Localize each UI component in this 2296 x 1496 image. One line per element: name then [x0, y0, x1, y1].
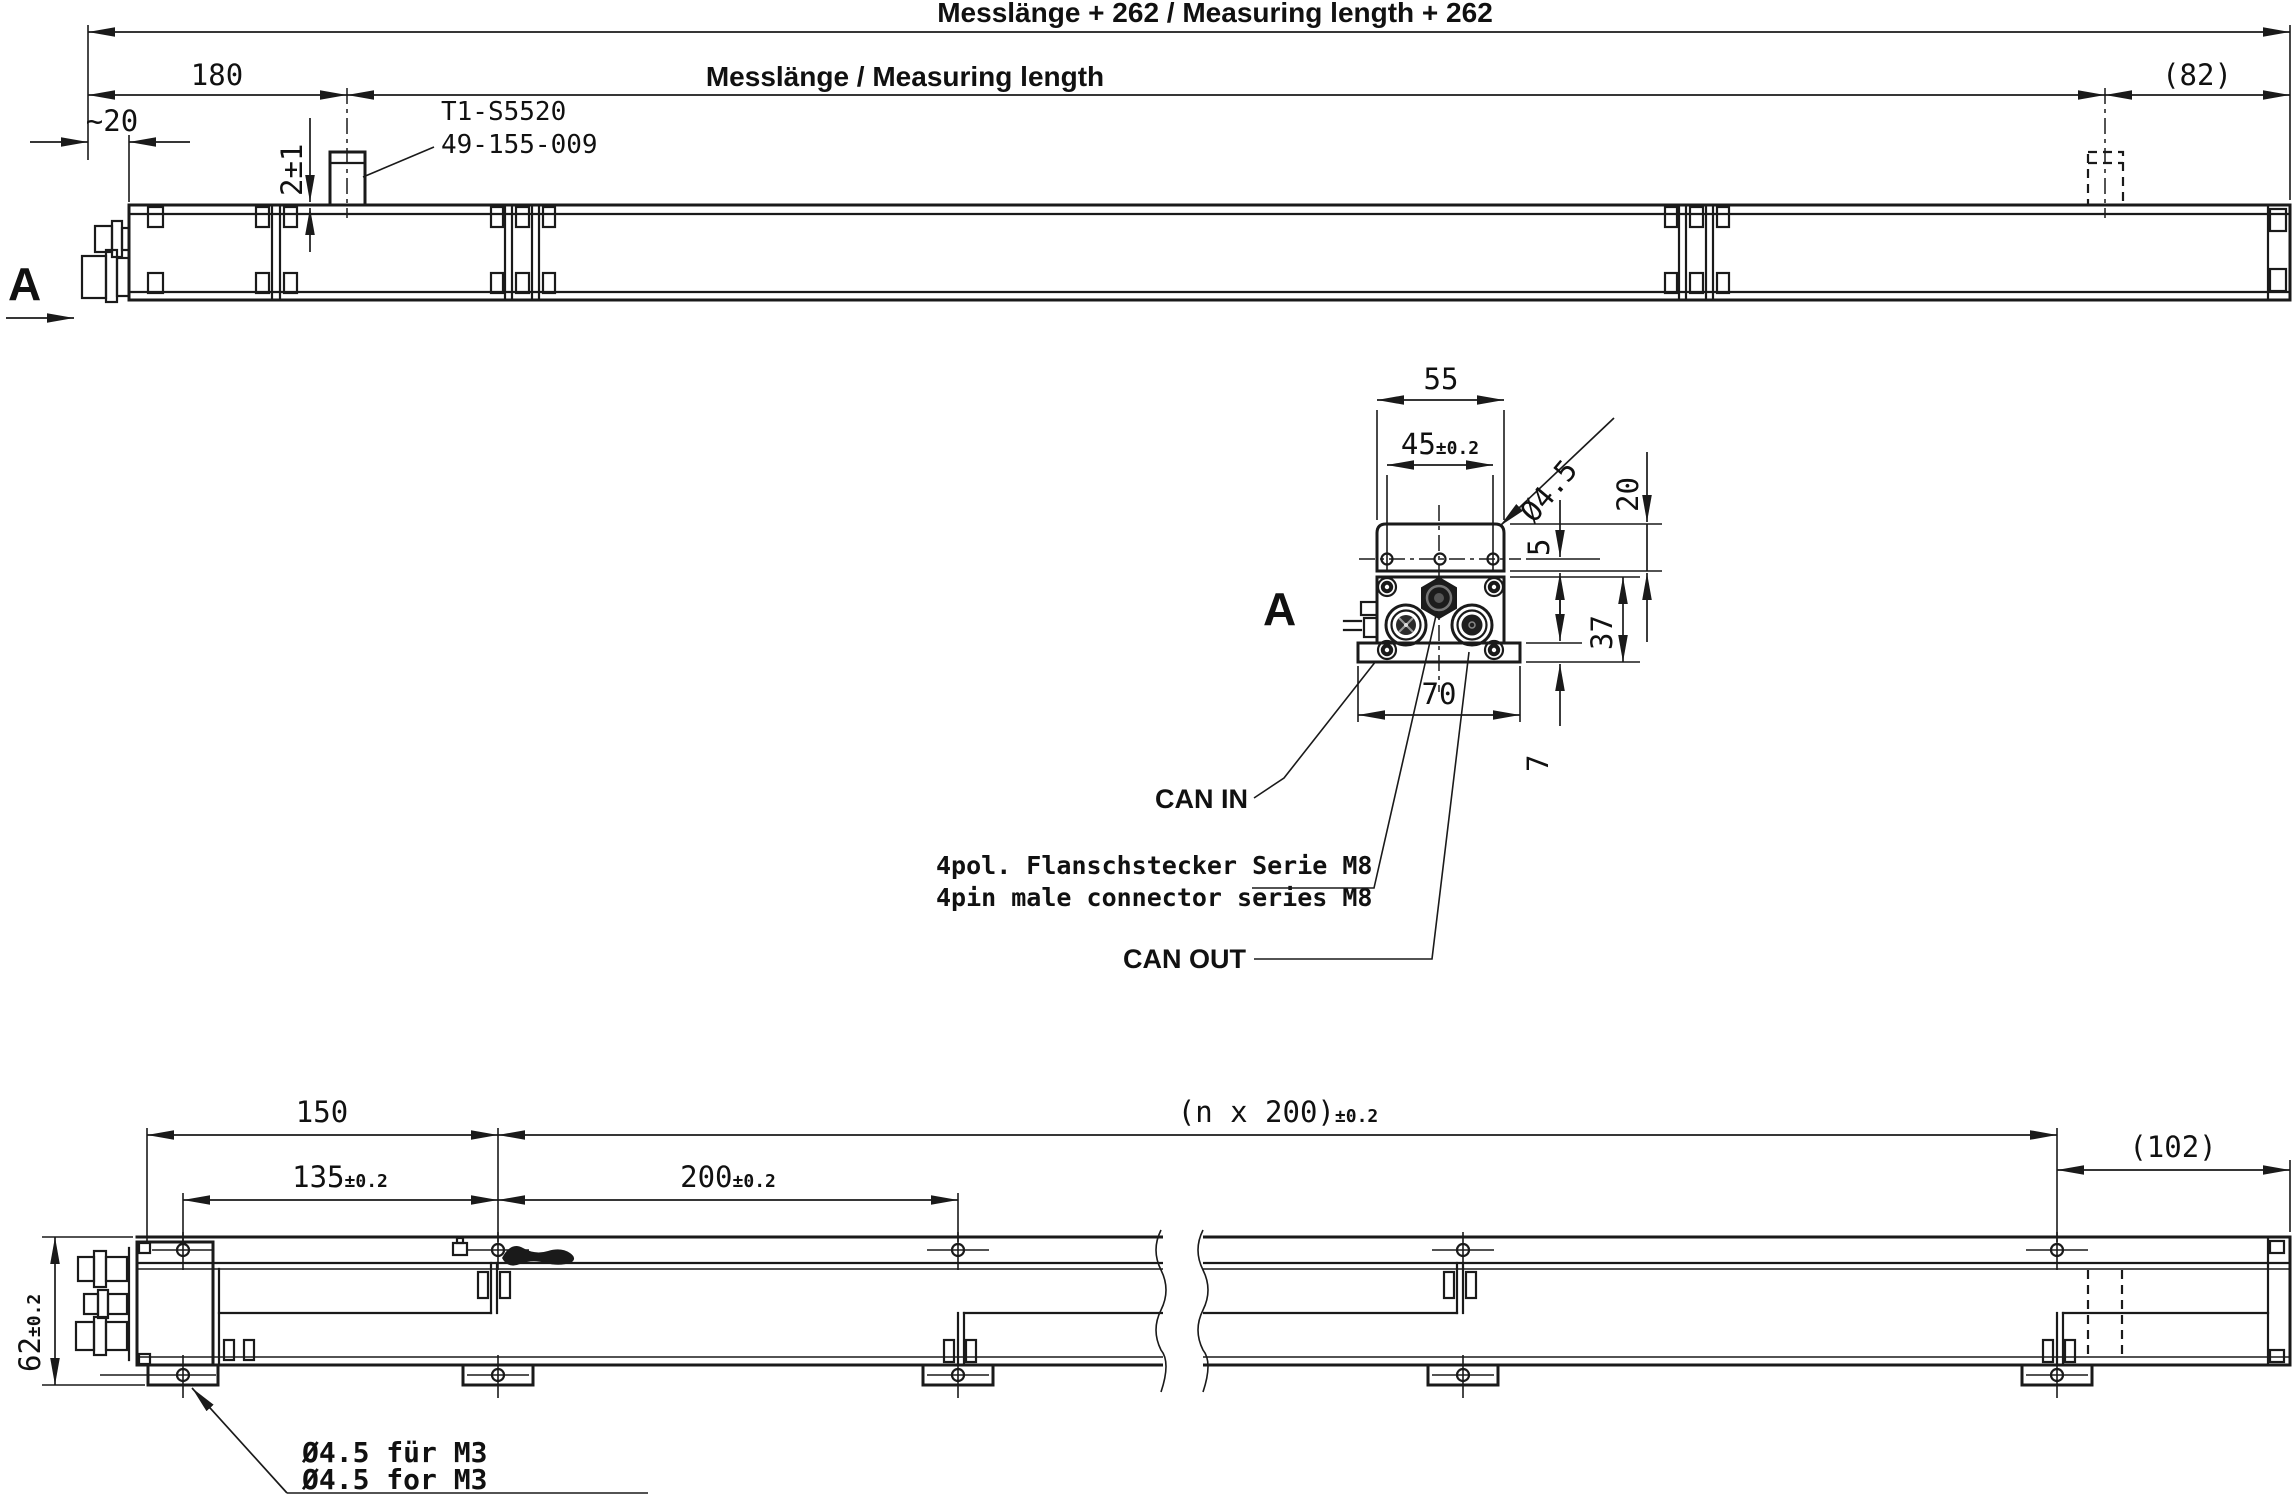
- top-view: Messlänge + 262 / Measuring length + 262…: [6, 0, 2292, 323]
- housing-outline: [127, 203, 2292, 302]
- detail-view-a: A: [936, 362, 1662, 974]
- dim-20-label: 20: [1611, 477, 1645, 512]
- dim-5-label: 5: [1522, 539, 1556, 556]
- connector-leader: [1252, 610, 1438, 889]
- dim-total-label: Messlänge + 262 / Measuring length + 262: [937, 0, 1493, 28]
- dim-180-label: 180: [191, 58, 243, 92]
- connection-head-face: [1342, 505, 1522, 692]
- dim-135-label: 135±0.2: [292, 1160, 388, 1194]
- dim-82-label: (82): [2162, 58, 2232, 92]
- cover-plate-joints: [211, 1261, 2270, 1367]
- mounting-clamp-hidden: [2086, 88, 2125, 218]
- corner-screw: [1483, 576, 1505, 598]
- dim-approx20-label: ~20: [86, 104, 138, 138]
- mounting-holes-bottom-row: [100, 1355, 2088, 1398]
- dim-70-label: 70: [1422, 677, 1457, 711]
- connector-label-de: 4pol. Flanschstecker Serie M8: [936, 851, 1373, 880]
- can-in-leader: [1253, 660, 1377, 799]
- side-tab: [1342, 600, 1379, 639]
- bottom-view: 150 (n x 200)±0.2 135±0.2 200±0.2 (102) …: [13, 1095, 2292, 1496]
- dim-n200-label: (n x 200)±0.2: [1178, 1095, 1379, 1129]
- hole-marker: [467, 1355, 529, 1398]
- end-cap: [2266, 203, 2288, 302]
- connector-callouts: CAN IN 4pol. Flanschstecker Serie M8 4pi…: [936, 610, 1470, 974]
- dim-62-label: 62±0.2: [13, 1294, 47, 1372]
- dim-200-label: 200±0.2: [680, 1160, 776, 1194]
- hole-label-de: Ø4.5 für M3: [301, 1436, 487, 1469]
- dim-37-label: 37: [1585, 615, 1619, 650]
- detail-a-label: A: [1263, 583, 1296, 635]
- profile-joint-1: [489, 203, 557, 302]
- reference-mark: [451, 1241, 469, 1257]
- corner-screw: [1376, 639, 1398, 661]
- hole-callout-leader: [191, 1387, 288, 1494]
- bottom-view-dimensions: 150 (n x 200)±0.2 135±0.2 200±0.2 (102) …: [13, 1095, 2291, 1496]
- mounting-holes-top-row: [152, 1232, 2088, 1270]
- scale-housing-side: [80, 88, 2292, 304]
- hole-marker: [1432, 1232, 1494, 1270]
- connector-stubs-plan: [74, 1249, 129, 1357]
- dim-102-label: (102): [2129, 1130, 2216, 1164]
- can-out-label: CAN OUT: [1123, 944, 1246, 974]
- hole-label-en: Ø4.5 for M3: [301, 1463, 487, 1496]
- connector-stub: [80, 254, 108, 300]
- connector-neck: [115, 256, 131, 298]
- dim-45-label: 45±0.2: [1401, 427, 1479, 461]
- head-block-plan: [74, 1240, 215, 1367]
- hex-connector: [1421, 576, 1457, 620]
- flange-plate: [1359, 522, 1521, 573]
- dia45-leader: [1499, 417, 1615, 527]
- dim-55-label: 55: [1424, 362, 1459, 396]
- hole-marker: [2026, 1355, 2088, 1398]
- connector-stub: [93, 224, 114, 254]
- clamp-leader: [362, 146, 435, 178]
- can-in-connector: [1384, 603, 1428, 647]
- hole-marker: [927, 1355, 989, 1398]
- view-a-label: A: [8, 258, 41, 310]
- hole-marker: [100, 1355, 216, 1398]
- break-line-right: [1197, 1229, 1209, 1393]
- break-line-left: [1155, 1229, 1167, 1393]
- can-out-leader: [1254, 651, 1470, 960]
- can-out-connector: [1450, 603, 1494, 647]
- foot-pads: [146, 1363, 2094, 1387]
- can-in-label: CAN IN: [1155, 784, 1248, 814]
- break-lines: [1155, 1229, 1209, 1393]
- detail-a-dimensions: 55 45±0.2 Ø4.5 20 5 37: [1357, 362, 1662, 772]
- hole-marker: [1432, 1355, 1494, 1398]
- mounting-hole-2: [1433, 552, 1447, 566]
- corner-screw: [1376, 576, 1398, 598]
- dim-measuring-label: Messlänge / Measuring length: [706, 61, 1104, 92]
- dim-150-label: 150: [296, 1095, 348, 1129]
- connector-neck: [120, 226, 131, 252]
- corner-screw: [1483, 639, 1505, 661]
- profile-joint-2: [1663, 203, 1731, 302]
- scale-housing-plan: [74, 1229, 2292, 1398]
- reference-mark-tab: [455, 1236, 465, 1245]
- glue-squiggle: [502, 1245, 575, 1266]
- left-connectors-side: [80, 219, 131, 304]
- head-seam: [146, 203, 299, 302]
- clamp-callout-line2: 49-155-009: [441, 130, 598, 160]
- mounting-clamp: [328, 88, 367, 218]
- clamp-callout-line1: T1-S5520: [441, 97, 566, 127]
- dim-7-label: 7: [1521, 755, 1555, 772]
- dim-2pm1-label: 2±1: [275, 144, 309, 196]
- corner-screws: [1376, 576, 1505, 661]
- dim-dia45-label: Ø4.5: [1513, 453, 1584, 528]
- top-view-dimensions: Messlänge + 262 / Measuring length + 262…: [6, 0, 2291, 323]
